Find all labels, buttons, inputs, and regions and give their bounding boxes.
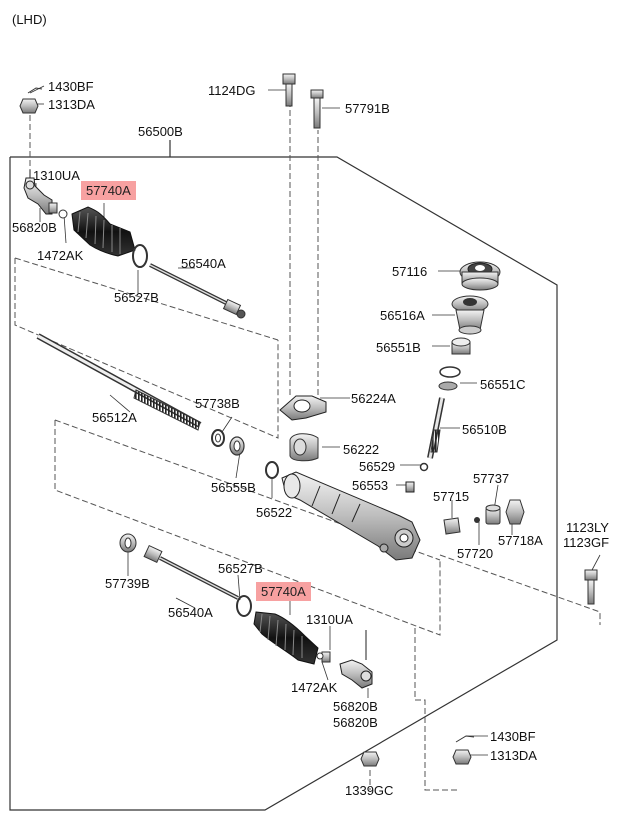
label-1472AK-top: 1472AK [37, 248, 84, 263]
tie-rod-end-lower [339, 630, 373, 689]
label-56527B-top: 56527B [114, 290, 159, 305]
label-1123LY: 1123LY [566, 520, 609, 535]
label-56820B-bottom-2: 56820B [333, 715, 378, 730]
yoke-plug-parts [443, 499, 525, 535]
nut-upper [48, 202, 68, 219]
label-1310UA-top: 1310UA [33, 168, 80, 183]
clamp-56527B-lower [236, 595, 252, 617]
castle-nut-bottom [452, 749, 472, 765]
cotter-pin-bottom [455, 735, 475, 743]
label-57720: 57720 [457, 546, 494, 561]
label-57737: 57737 [473, 471, 510, 486]
label-56522: 56522 [256, 505, 293, 520]
label-1430BF-bottom: 1430BF [490, 729, 536, 744]
rack-bar [36, 333, 202, 431]
oil-seal-56551B [451, 337, 471, 355]
label-56540A-top: 56540A [181, 256, 226, 271]
label-56224A: 56224A [351, 391, 396, 406]
variant-label: (LHD) [12, 12, 47, 27]
label-56510B: 56510B [462, 422, 507, 437]
ring-56522 [265, 461, 279, 479]
label-56500B: 56500B [138, 124, 183, 139]
label-1313DA-top: 1313DA [48, 97, 95, 112]
label-56820B-bottom-1: 56820B [333, 699, 378, 714]
label-57740A-top: 57740A [81, 181, 136, 200]
label-1313DA-bottom: 1313DA [490, 748, 537, 763]
bolt-1123LY [584, 569, 598, 605]
tie-rod-end-upper [23, 170, 53, 215]
label-1430BF-top: 1430BF [48, 79, 94, 94]
inner-tie-rod-lower [143, 544, 239, 600]
bolt-1124DG [282, 73, 296, 107]
label-56512A: 56512A [92, 410, 137, 425]
label-56516A: 56516A [380, 308, 425, 323]
nut-lower [316, 651, 331, 663]
label-57740A-bottom: 57740A [256, 582, 311, 601]
boot-lower [253, 611, 319, 665]
label-57116: 57116 [392, 264, 428, 279]
castle-nut-top [19, 98, 39, 114]
label-56551B: 56551B [376, 340, 421, 355]
mount-bracket-56224A [279, 395, 327, 421]
label-56555B: 56555B [211, 480, 256, 495]
label-56553: 56553 [352, 478, 389, 493]
label-57715: 57715 [433, 489, 470, 504]
label-56529: 56529 [359, 459, 396, 474]
gear-housing [281, 471, 421, 561]
inner-tie-rod-upper [149, 263, 246, 319]
label-56540A-bottom: 56540A [168, 605, 213, 620]
bushing-56555B [229, 436, 245, 456]
label-1472AK-bottom: 1472AK [291, 680, 338, 695]
label-57739B: 57739B [105, 576, 150, 591]
label-1124DG: 1124DG [208, 83, 256, 98]
assembly-frame [9, 140, 558, 811]
label-1123GF: 1123GF [563, 535, 610, 550]
cotter-pin-top [27, 87, 43, 94]
bolt-57791B [310, 89, 324, 129]
label-57791B: 57791B [345, 101, 390, 116]
label-56820B-top: 56820B [12, 220, 57, 235]
label-56222: 56222 [343, 442, 380, 457]
pinion-56510B [419, 397, 445, 472]
label-1310UA-bottom: 1310UA [306, 612, 353, 627]
nut-1339GC [360, 751, 380, 767]
mount-bushing-56222 [289, 433, 319, 462]
bushing-57739B [119, 533, 137, 553]
snap-ring-56551C [438, 366, 461, 391]
bushing-57738B [211, 429, 225, 447]
label-57718A: 57718A [498, 533, 543, 548]
label-1339GC: 1339GC [345, 783, 394, 798]
label-56551C: 56551C [480, 377, 526, 392]
dashed-boxes [14, 105, 601, 791]
valve-housing-56516A [451, 295, 489, 335]
clamp-56527B-upper [132, 244, 148, 268]
dust-seal-57116 [459, 261, 501, 291]
label-56527B-bottom: 56527B [218, 561, 263, 576]
label-57738B: 57738B [195, 396, 240, 411]
